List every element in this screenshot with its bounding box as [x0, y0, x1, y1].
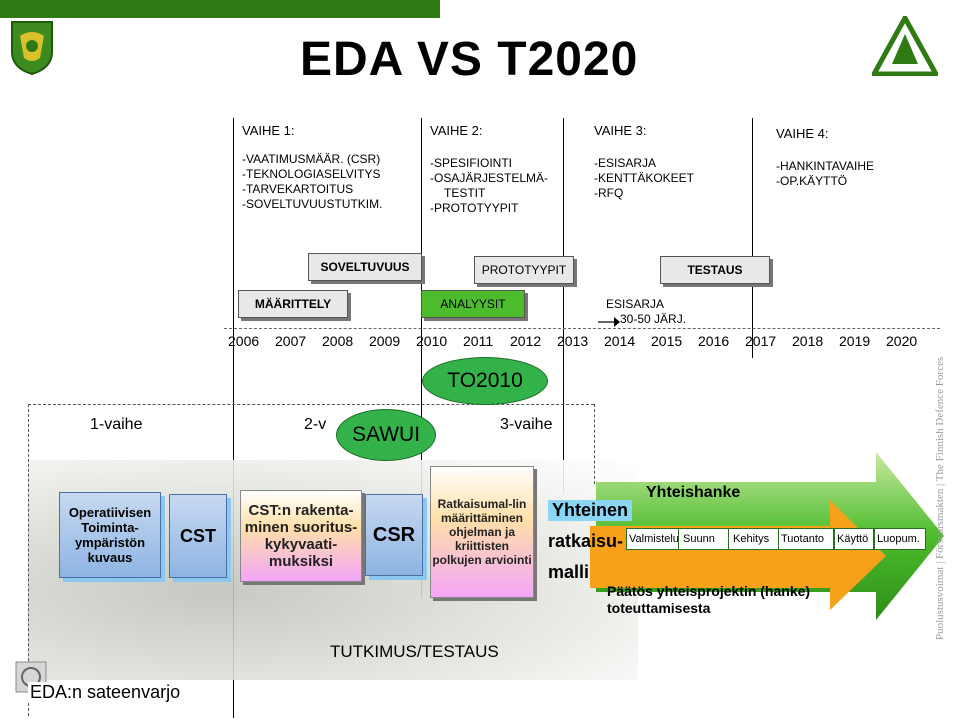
year-label: 2018 — [792, 333, 824, 349]
year-label: 2008 — [322, 333, 354, 349]
timeline-years: 2006 2007 2008 2009 2010 2011 2012 2013 2014 2015… — [228, 333, 940, 349]
green-triangle-emblem-icon — [872, 16, 938, 76]
phase-2-heading: VAIHE 2: — [430, 123, 483, 138]
phase-1-item: -VAATIMUSMÄÄR. (CSR) — [242, 152, 381, 166]
maarittely-box: MÄÄRITTELY — [238, 290, 348, 318]
soveltuvuus-box: SOVELTUVUUS — [308, 253, 422, 281]
phase-3-heading: VAIHE 3: — [594, 123, 647, 138]
prototyypit-box: PROTOTYYPIT — [474, 256, 574, 284]
esisarja-label: ESISARJA — [606, 297, 665, 311]
chevron-tuotanto: Tuotanto — [778, 528, 834, 550]
eda-umbrella-label: EDA:n sateenvarjo — [28, 682, 183, 703]
phase-3-item: -RFQ — [594, 186, 624, 200]
chevron-suunn: Suunn — [678, 528, 730, 550]
sawui-oval: SAWUI — [336, 409, 436, 461]
year-label: 2020 — [886, 333, 918, 349]
phase-1-heading: VAIHE 1: — [242, 123, 295, 138]
phase-2: VAIHE 2: -SPESIFIOINTI -OSAJÄRJESTELMÄ- … — [430, 123, 590, 216]
phase-1-item: -TARVEKARTOITUS — [242, 182, 354, 196]
cst-box: CST — [169, 494, 227, 578]
esisarja-sublabel: 30-50 JÄRJ. — [620, 312, 687, 326]
step-1-label: 1-vaihe — [90, 416, 143, 433]
testaus-box: TESTAUS — [660, 256, 770, 284]
step-2-label: 2-v — [304, 416, 327, 433]
finnish-defence-logo-icon — [11, 21, 53, 76]
operatiivisen-text: Operatiivisen Toiminta-ympäristön kuvaus — [68, 505, 152, 565]
paatos-text: Päätös yhteisprojektin (hanke) toteuttam… — [607, 583, 811, 616]
chevron-luopum: Luopum. — [874, 528, 926, 550]
year-label: 2012 — [510, 333, 542, 349]
phase-4: VAIHE 4: -HANKINTAVAIHE -OP.KÄYTTÖ — [776, 126, 926, 189]
year-label: 2014 — [604, 333, 636, 349]
phase-2-item: -PROTOTYYPIT — [430, 201, 519, 215]
sidebar-brand-text: Puolustusvoimat | Försvarsmakten | The F… — [934, 356, 946, 640]
chevron-kehitys: Kehitys — [728, 528, 780, 550]
phase-4-heading: VAIHE 4: — [776, 126, 829, 141]
phase-2-item: -OSAJÄRJESTELMÄ- — [430, 171, 549, 185]
orange-arrow-icon — [590, 500, 886, 610]
ratkaisumallin-text: Ratkaisumal-lin määrittäminen ohjelman j… — [432, 497, 532, 567]
top-green-bar — [0, 0, 440, 18]
year-label: 2019 — [839, 333, 871, 349]
year-label: 2011 — [463, 333, 494, 349]
cst-rakentaminen-text: CST:n rakenta-minen suoritus-kykyvaati-m… — [244, 502, 358, 570]
csr-box: CSR — [365, 494, 423, 576]
analyysit-box: ANALYYSIT — [421, 290, 525, 318]
phase-2-item: -SPESIFIOINTI — [430, 156, 513, 170]
ratkaisumallin-box: Ratkaisumal-lin määrittäminen ohjelman j… — [430, 466, 534, 598]
phase-divider — [421, 118, 422, 598]
phase-1-item: -TEKNOLOGIASELVITYS — [242, 167, 381, 181]
phase-4-item: -HANKINTAVAIHE — [776, 159, 875, 173]
framework-left-line — [28, 404, 29, 716]
page-title: EDA VS T2020 — [300, 33, 639, 86]
tutkimus-label: TUTKIMUS/TESTAUS — [330, 642, 499, 661]
yhteinen-label: Yhteinen — [548, 500, 633, 521]
phase-divider — [233, 118, 234, 718]
to2010-oval: TO2010 — [422, 357, 548, 405]
chevron-kaytto: Käyttö — [834, 528, 874, 550]
year-label: 2016 — [698, 333, 730, 349]
framework-right-line — [594, 404, 595, 484]
phase-3: VAIHE 3: -ESISARJA -KENTTÄKOKEET -RFQ — [594, 123, 744, 201]
framework-top-line — [28, 404, 594, 405]
timeline-axis — [224, 328, 940, 329]
year-label: 2013 — [557, 333, 589, 349]
arrow-right-icon — [598, 317, 620, 327]
year-label: 2010 — [416, 333, 448, 349]
malli-label: malli — [548, 562, 590, 582]
phase-divider — [563, 118, 564, 493]
phase-3-item: -ESISARJA — [594, 156, 657, 170]
year-label: 2015 — [651, 333, 683, 349]
step-3-label: 3-vaihe — [500, 416, 553, 433]
cst-rakentaminen-box: CST:n rakenta-minen suoritus-kykyvaati-m… — [240, 490, 362, 582]
phase-divider — [752, 118, 753, 358]
phase-2-item: TESTIT — [444, 186, 486, 200]
operatiivisen-box: Operatiivisen Toiminta-ympäristön kuvaus — [59, 492, 161, 578]
year-label: 2017 — [745, 333, 777, 349]
year-label: 2006 — [228, 333, 260, 349]
phase-4-item: -OP.KÄYTTÖ — [776, 174, 848, 188]
yhteishanke-label: Yhteishanke — [646, 484, 741, 501]
ratkaisu-label: ratkaisu- — [548, 531, 624, 551]
phase-3-item: -KENTTÄKOKEET — [594, 171, 695, 185]
chevron-valmistelu: Valmistelu — [626, 528, 680, 550]
year-label: 2007 — [275, 333, 307, 349]
phase-1-item: -SOVELTUVUUSTUTKIM. — [242, 197, 383, 211]
phase-1: VAIHE 1: -VAATIMUSMÄÄR. (CSR) -TEKNOLOGI… — [242, 123, 422, 212]
year-label: 2009 — [369, 333, 401, 349]
